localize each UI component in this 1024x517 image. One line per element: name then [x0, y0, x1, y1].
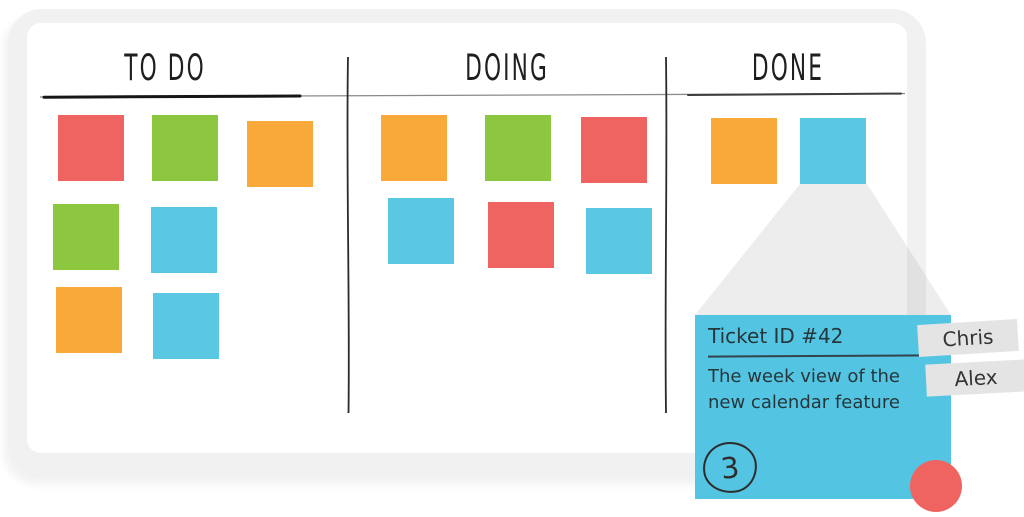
sticky-note-todo-5-blue[interactable] — [151, 207, 217, 273]
sticky-note-done-2-blue[interactable] — [800, 118, 866, 184]
sticky-note-todo-1-red[interactable] — [58, 115, 124, 181]
ticket-card[interactable]: Ticket ID #42 The week view of the new c… — [695, 315, 951, 499]
sticky-note-todo-2-green[interactable] — [152, 115, 218, 181]
sticky-note-doing-6-blue[interactable] — [586, 208, 652, 274]
column-header-todo: TO DO — [124, 46, 206, 90]
column-header-doing: DOING — [465, 46, 549, 90]
ticket-title-underline — [707, 354, 930, 358]
sticky-note-doing-3-red[interactable] — [581, 117, 647, 183]
sticky-note-todo-3-orange[interactable] — [247, 121, 313, 187]
ticket-description: The week view of the new calendar featur… — [708, 366, 900, 413]
column-header-done: DONE — [751, 46, 825, 90]
sticky-note-todo-6-orange[interactable] — [56, 287, 122, 353]
sticky-note-todo-7-blue[interactable] — [153, 293, 219, 359]
story-points-value: 3 — [719, 449, 741, 486]
ticket-title: Ticket ID #42 — [708, 324, 844, 348]
sticky-note-doing-5-red[interactable] — [488, 202, 554, 268]
sticky-note-doing-1-orange[interactable] — [381, 115, 447, 181]
sticky-note-done-1-orange[interactable] — [711, 118, 777, 184]
sticky-note-todo-4-green[interactable] — [53, 204, 119, 270]
coral-dot-sticker — [910, 460, 962, 512]
story-points-badge: 3 — [700, 439, 760, 496]
sticky-note-doing-4-blue[interactable] — [388, 198, 454, 264]
sticky-note-doing-2-green[interactable] — [485, 115, 551, 181]
assignee-tag-alex[interactable]: Alex — [925, 359, 1024, 397]
assignee-tag-chris[interactable]: Chris — [917, 318, 1019, 358]
